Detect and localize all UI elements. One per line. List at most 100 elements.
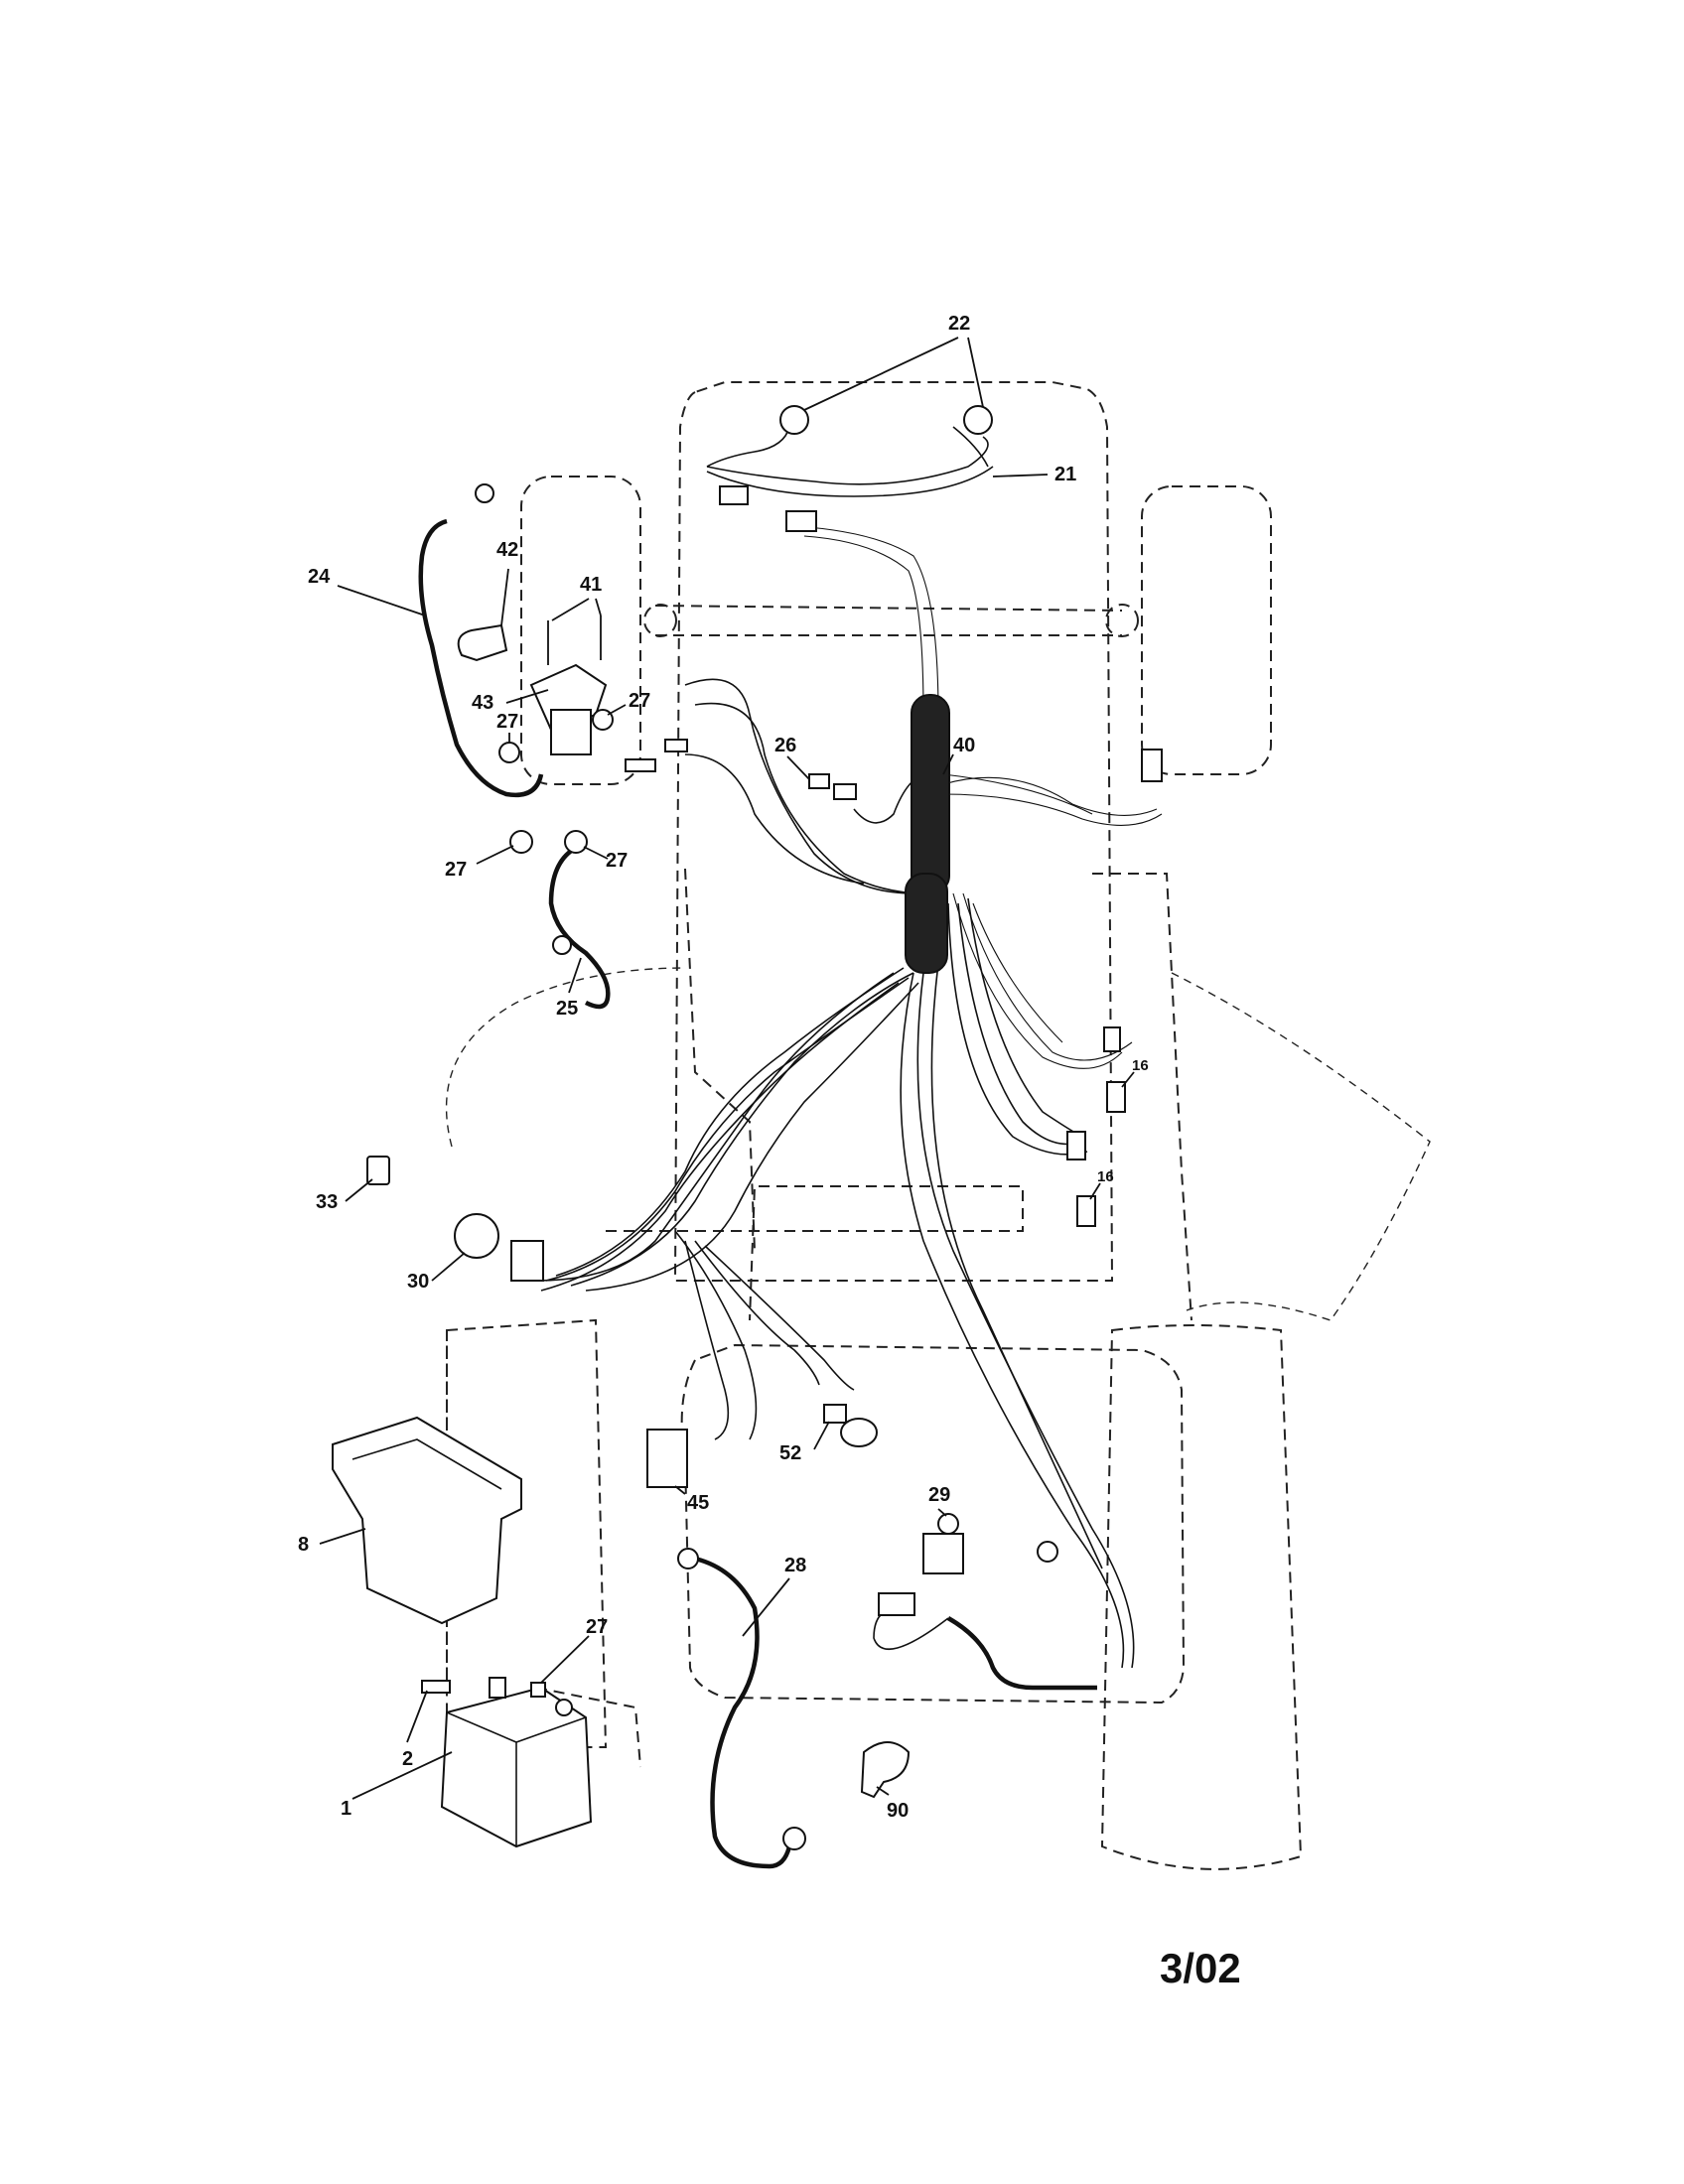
rear-right-wheel-outline	[1100, 1324, 1303, 1870]
harness-connector	[785, 510, 817, 532]
headlight-right	[963, 405, 993, 435]
battery-box-8	[332, 1416, 522, 1625]
callout-43: 43	[472, 692, 493, 714]
frame-rail-outline	[684, 868, 1193, 1321]
leader-24	[337, 585, 426, 616]
branch-to-16-upper	[972, 902, 1063, 1043]
rear-connector	[878, 1592, 915, 1616]
cable-lug-24-top	[475, 483, 494, 503]
ignition-bundle-wire	[535, 972, 895, 1282]
callout-42: 42	[496, 539, 518, 561]
leader-22b	[967, 337, 984, 408]
ignition-key-33	[366, 1156, 390, 1185]
leader-16b	[1089, 1182, 1101, 1200]
callout-24: 24	[308, 566, 331, 588]
callout-90: 90	[887, 1800, 909, 1822]
cable-lug-25	[552, 935, 572, 955]
rear-body-outline	[680, 1343, 1186, 1705]
branch-to-16-upper	[962, 892, 1133, 1061]
branch-to-45	[674, 1230, 758, 1440]
leader-52	[813, 1421, 830, 1450]
leader-41b	[595, 598, 602, 616]
nut-27-lower-left	[509, 830, 533, 854]
switch-29-plunger	[937, 1513, 959, 1535]
ignition-bundle-wire	[585, 982, 919, 1292]
leader-40	[942, 753, 954, 775]
right-front-connector	[1141, 749, 1163, 782]
sleeve-lower	[905, 873, 948, 974]
hood-outline	[673, 381, 1114, 1282]
leader-43	[505, 689, 549, 704]
date-stamp: 3/02	[1160, 1945, 1241, 1991]
trunk-wire	[803, 535, 924, 716]
leader-45	[674, 1485, 686, 1495]
branch-to-16-upper	[952, 892, 1123, 1069]
ignition-switch-plug	[510, 1240, 544, 1282]
trunk-wire	[684, 753, 865, 885]
plug-16-upper	[1106, 1081, 1126, 1113]
leader-1	[351, 1751, 453, 1800]
right-branch-wire	[942, 793, 1163, 826]
plug-16-upper-mate	[1103, 1026, 1121, 1052]
plug-16-lower	[1076, 1195, 1096, 1227]
right-branch-wire	[942, 773, 1093, 815]
callout-2: 2	[402, 1748, 413, 1770]
connector-26a	[808, 773, 830, 789]
seat-deck-outline	[606, 1185, 1024, 1321]
leader-90	[876, 1786, 890, 1796]
callout-27-battery: 27	[586, 1616, 608, 1638]
ignition-bundle-wire	[555, 967, 905, 1277]
ground-lug-28-top	[677, 1548, 699, 1570]
callout-41: 41	[580, 574, 602, 596]
solenoid-body	[550, 709, 592, 755]
rear-harness-wire	[930, 962, 1103, 1570]
cables	[418, 518, 792, 1869]
battery-top	[446, 1711, 587, 1846]
trunk-wire	[793, 525, 939, 716]
wiring-harness	[535, 426, 1163, 1691]
callout-22: 22	[948, 313, 970, 335]
leader-27e	[540, 1635, 590, 1684]
nut-27-solenoid-left	[498, 742, 520, 763]
rear-harness-wire	[900, 972, 1125, 1669]
callout-45: 45	[687, 1492, 709, 1514]
leader-42	[500, 568, 509, 626]
leader-30	[431, 1252, 466, 1282]
leader-21	[992, 474, 1049, 478]
leader-29	[937, 1508, 947, 1517]
battery-box-rim	[351, 1438, 502, 1490]
leader-25	[568, 957, 582, 994]
branch-to-45	[684, 1240, 730, 1440]
callout-27-lower-right: 27	[606, 850, 628, 872]
callout-30: 30	[407, 1271, 429, 1293]
headlight-harness-wire	[706, 466, 994, 497]
callout-28: 28	[784, 1555, 806, 1576]
leader-lines	[319, 337, 1135, 1800]
leader-27a	[607, 704, 627, 716]
leader-28	[742, 1577, 790, 1637]
nut-27-lower-right	[564, 830, 588, 854]
ignition-bundle-wire	[540, 982, 900, 1292]
harness-sleeve-40	[905, 694, 950, 974]
engine-deck-outline	[445, 967, 1431, 1321]
ignition-switch-30	[454, 1213, 499, 1259]
callout-16-lower: 16	[1097, 1168, 1114, 1185]
terminal-boot-42	[457, 623, 508, 662]
callout-8: 8	[298, 1534, 309, 1556]
module-45	[646, 1429, 688, 1488]
leader-22a	[803, 337, 959, 411]
trunk-wire	[684, 678, 914, 894]
trunk-wire	[694, 702, 924, 894]
coiled-wire	[946, 1616, 1097, 1691]
leader-2	[406, 1690, 428, 1743]
callout-26: 26	[774, 735, 796, 756]
rear-left-wheel-outline	[446, 1318, 608, 1748]
branch-to-52	[704, 1245, 855, 1391]
callout-labels: 22 21 24 42 41 43 27 27 27 27 27 26 40 2…	[298, 313, 1149, 1822]
battery-terminal	[555, 1699, 573, 1716]
branch-to-52	[694, 1240, 820, 1386]
callout-27-lower-left: 27	[445, 859, 467, 881]
ground-cable-28	[694, 1556, 792, 1869]
connector-52	[823, 1404, 847, 1424]
